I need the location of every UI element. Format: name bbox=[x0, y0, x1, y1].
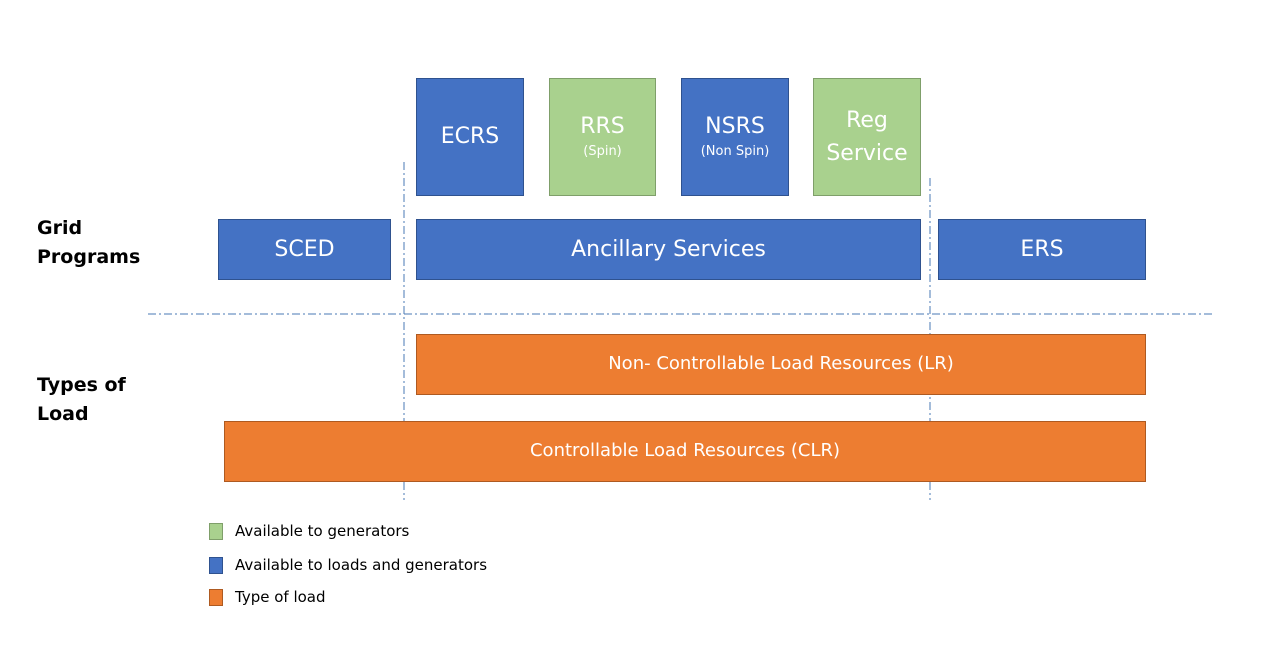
sced-box: SCED bbox=[218, 219, 391, 280]
ecrs-name: ECRS bbox=[440, 124, 500, 150]
ecrs-box: ECRS bbox=[416, 78, 524, 196]
legend-text-generators: Available to generators bbox=[235, 522, 410, 540]
types-of-load-label: Types of Load bbox=[37, 371, 126, 429]
legend-item-loads-generators: Available to loads and generators bbox=[209, 556, 487, 574]
reg-service-line-2: Service bbox=[826, 141, 908, 166]
non-controllable-load-box: Non- Controllable Load Resources (LR) bbox=[416, 334, 1146, 395]
nsrs-sub: (Non Spin) bbox=[700, 144, 770, 160]
controllable-load-box: Controllable Load Resources (CLR) bbox=[224, 421, 1146, 482]
rrs-box: RRS (Spin) bbox=[549, 78, 656, 196]
sced-label: SCED bbox=[274, 236, 335, 262]
ancillary-services-box: Ancillary Services bbox=[416, 219, 921, 280]
grid-programs-line-2: Programs bbox=[37, 246, 141, 268]
rrs-sub: (Spin) bbox=[583, 144, 622, 160]
rrs-name: RRS bbox=[580, 113, 625, 139]
legend-swatch-green bbox=[209, 522, 223, 540]
ancillary-services-label: Ancillary Services bbox=[571, 236, 766, 262]
reg-service-box: Reg Service bbox=[813, 78, 921, 196]
ers-box: ERS bbox=[938, 219, 1146, 280]
non-controllable-load-label: Non- Controllable Load Resources (LR) bbox=[608, 353, 954, 375]
legend-text-load-type: Type of load bbox=[235, 588, 326, 606]
legend-swatch-blue bbox=[209, 556, 223, 574]
ers-label: ERS bbox=[1020, 236, 1064, 262]
reg-service-line-1: Reg bbox=[846, 107, 888, 133]
controllable-load-label: Controllable Load Resources (CLR) bbox=[529, 440, 841, 462]
legend-item-load-type: Type of load bbox=[209, 588, 326, 606]
nsrs-box: NSRS (Non Spin) bbox=[681, 78, 789, 196]
nsrs-name: NSRS bbox=[705, 113, 765, 139]
grid-programs-label: Grid Programs bbox=[37, 214, 140, 272]
grid-programs-line-1: Grid bbox=[37, 217, 83, 239]
legend-swatch-orange bbox=[209, 588, 223, 606]
types-of-load-line-2: Load bbox=[37, 403, 89, 425]
types-of-load-line-1: Types of bbox=[37, 374, 126, 396]
legend-text-loads-generators: Available to loads and generators bbox=[235, 556, 488, 574]
legend-item-generators: Available to generators bbox=[209, 522, 409, 540]
